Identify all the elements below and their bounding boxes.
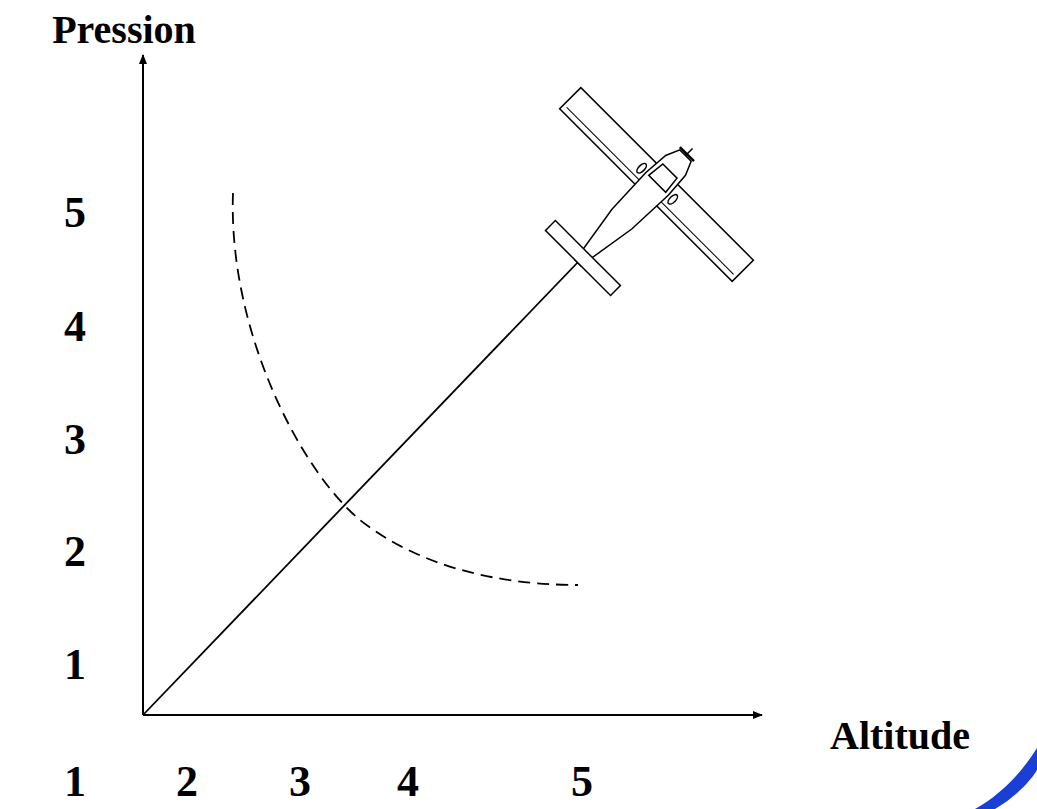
- tick-number: 1: [64, 643, 86, 687]
- propeller: [680, 147, 694, 161]
- trajectory-line: [143, 260, 580, 715]
- dashed-curve: [233, 193, 578, 585]
- tick-number: 4: [397, 760, 419, 804]
- spinner: [685, 148, 692, 155]
- corner-swoosh: [975, 748, 1037, 809]
- wing: [560, 88, 754, 282]
- tick-number: 3: [289, 760, 311, 804]
- tick-number: 5: [64, 191, 86, 235]
- tick-number: 2: [64, 530, 86, 574]
- tick-number: 2: [176, 760, 198, 804]
- axis-title: Altitude: [830, 716, 970, 756]
- tail-stabilizer: [545, 221, 620, 296]
- strut: [666, 193, 679, 206]
- airplane: [492, 62, 779, 349]
- cockpit: [649, 163, 679, 193]
- tick-number: 3: [64, 418, 86, 462]
- tick-number: 1: [64, 760, 86, 804]
- strut: [635, 162, 648, 175]
- tick-number: 4: [64, 305, 86, 349]
- wing-detail: [567, 107, 734, 274]
- y-axis: [142, 55, 144, 715]
- axis-title: Pression: [52, 10, 196, 50]
- x-axis: [143, 714, 762, 716]
- tick-number: 5: [571, 760, 593, 804]
